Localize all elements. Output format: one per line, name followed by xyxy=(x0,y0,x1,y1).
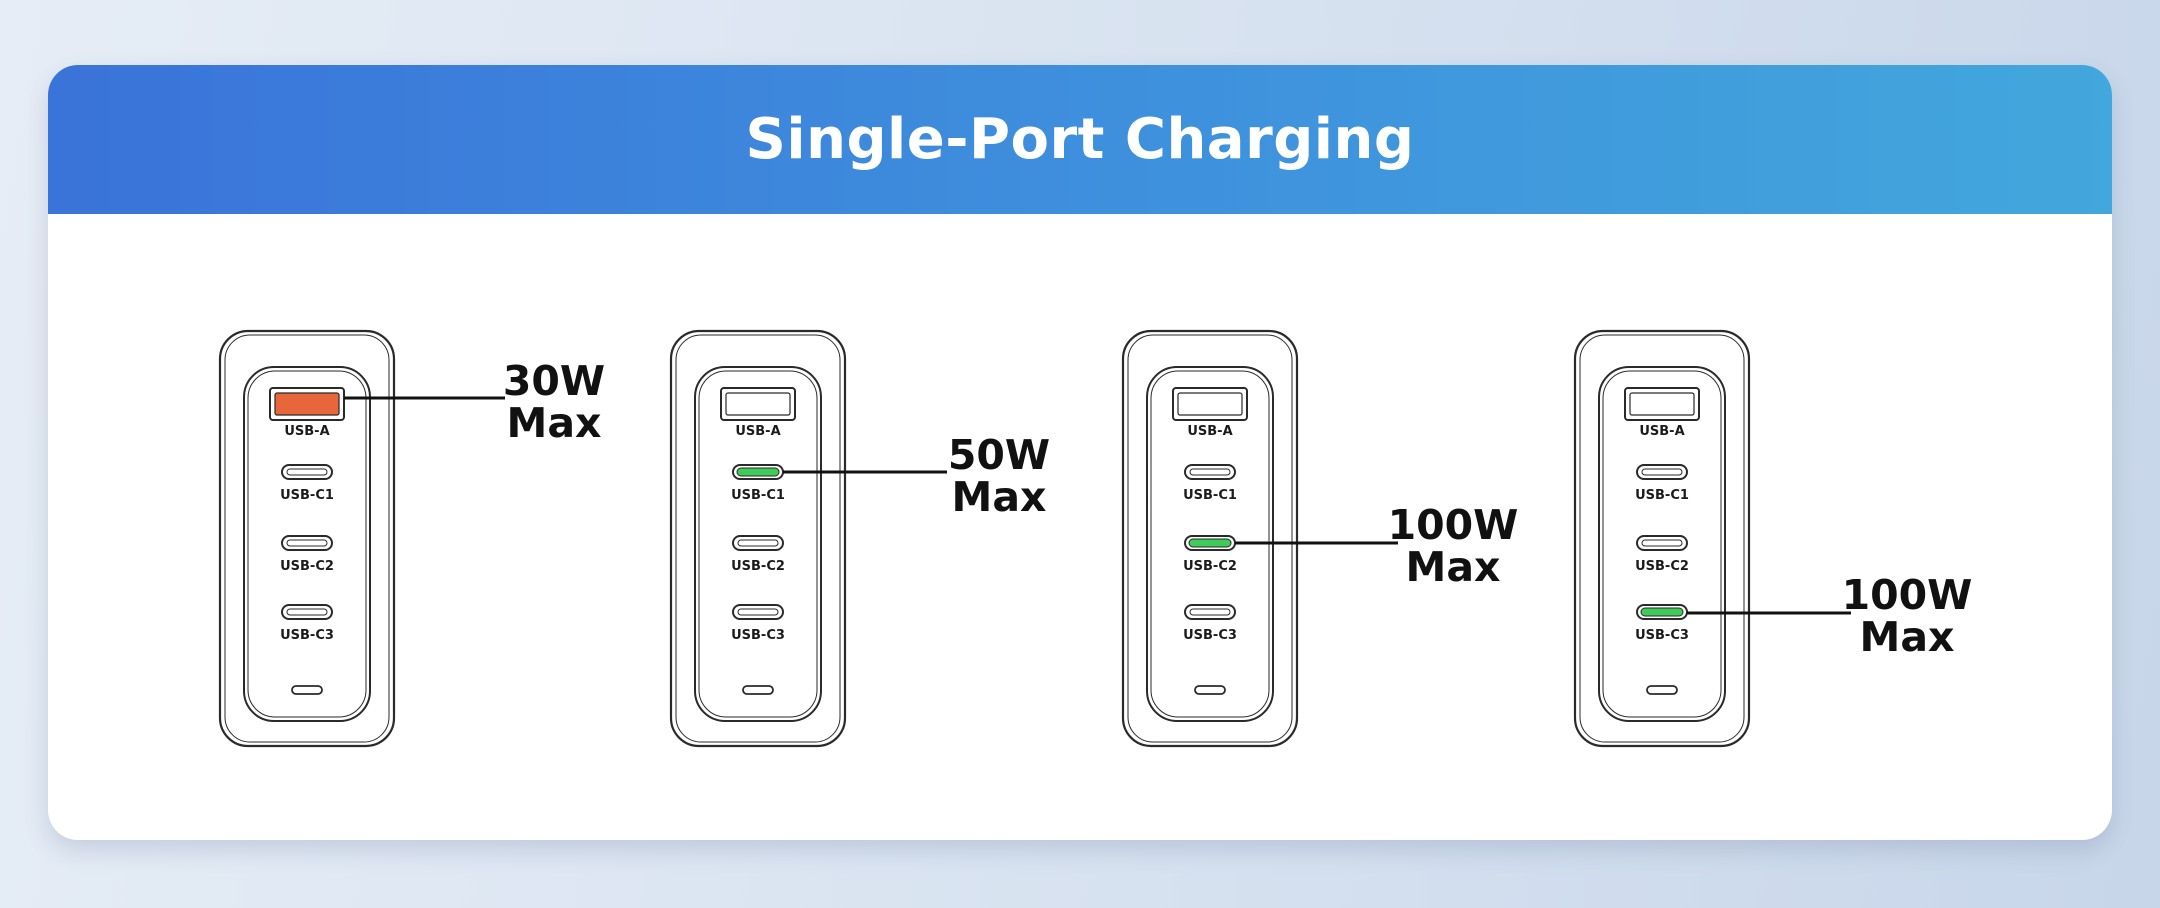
content-card: Single-Port Charging xyxy=(48,65,2112,840)
page-title: Single-Port Charging xyxy=(745,107,1415,172)
header-banner: Single-Port Charging xyxy=(48,65,2112,214)
